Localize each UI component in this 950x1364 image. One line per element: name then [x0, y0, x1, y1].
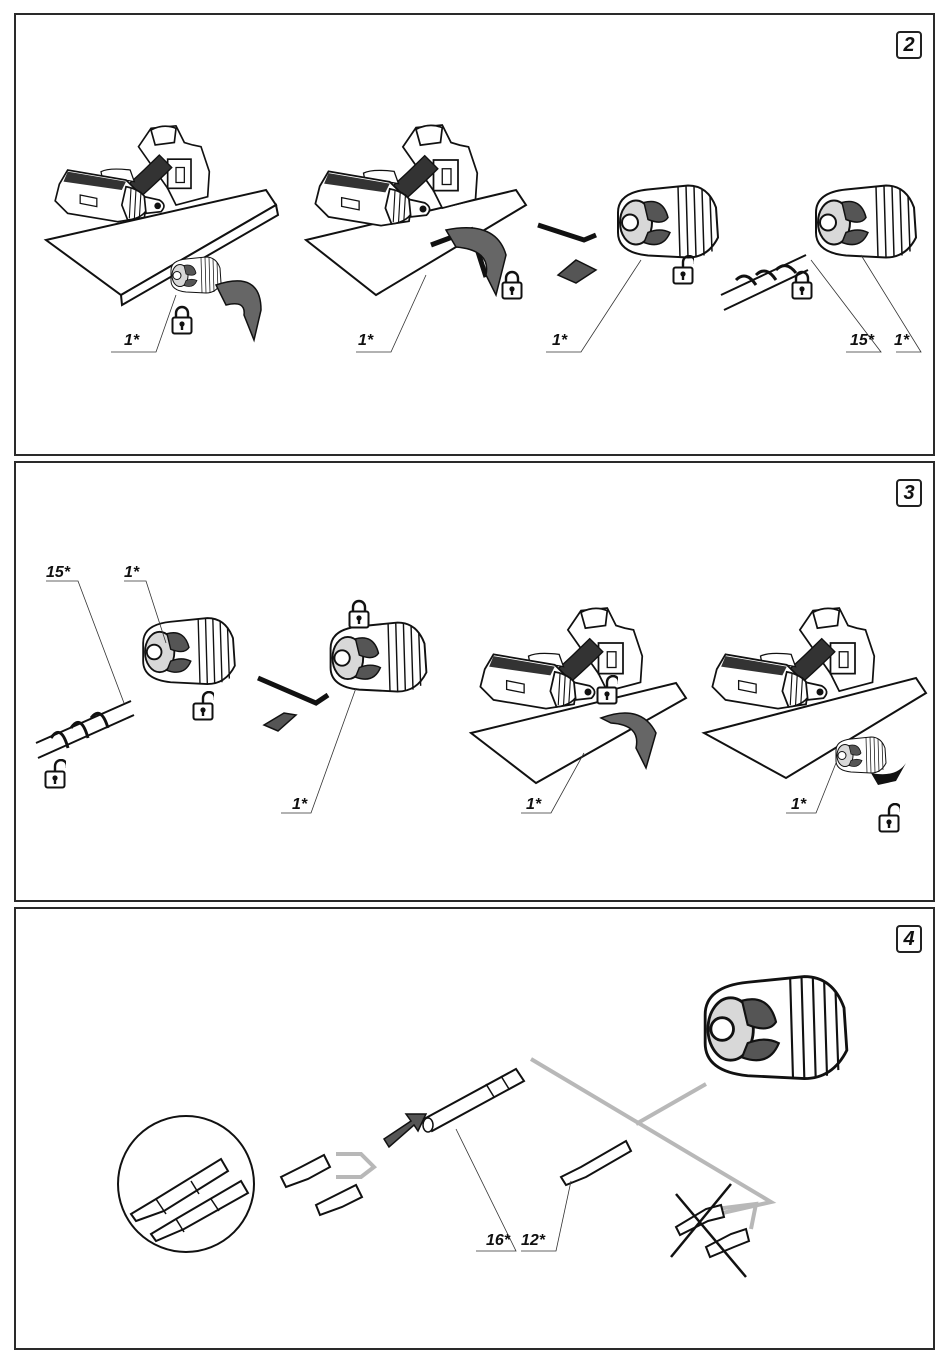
rotate-arrow-icon [446, 228, 506, 295]
lock-icon [173, 307, 192, 334]
drill-hex-key-scene [471, 608, 686, 783]
chuck-icon [171, 257, 221, 293]
chuck-icon [705, 977, 847, 1079]
panel-step-4: 4 [14, 907, 935, 1350]
cross-out-icon [671, 1184, 749, 1277]
rotate-arrow-icon [216, 281, 261, 340]
chuck-hex-key-scene [258, 601, 426, 731]
panel-step-2: 2 [14, 13, 935, 456]
chuck-hex-key-scene [538, 186, 718, 284]
part-label: 1* [124, 332, 139, 350]
double-bit [561, 1141, 631, 1185]
part-label: 1* [791, 796, 806, 814]
part-label: 1* [292, 796, 307, 814]
panel-step-3: 3 [14, 461, 935, 902]
push-arrow-icon [264, 713, 296, 731]
chuck-screw-scene [721, 186, 916, 311]
bit-holder [423, 1069, 524, 1132]
part-label: 15* [850, 332, 874, 350]
unlock-icon [880, 804, 902, 832]
step-2-illustration [16, 15, 937, 458]
part-label: 15* [46, 564, 70, 582]
part-label: 1* [358, 332, 373, 350]
magnified-bits [118, 1116, 254, 1252]
part-label: 1* [526, 796, 541, 814]
hex-key-icon [258, 678, 328, 703]
unlock-icon [46, 760, 68, 788]
drill-on-table-scene [46, 126, 278, 340]
routing-lines [336, 1059, 771, 1229]
step-4-illustration [16, 909, 937, 1352]
step-3-illustration [16, 463, 937, 904]
push-arrow-icon [558, 260, 596, 283]
unlock-icon [194, 692, 216, 720]
part-label: 1* [894, 332, 909, 350]
chuck-icon [836, 737, 886, 773]
part-label: 1* [552, 332, 567, 350]
part-label: 12* [521, 1232, 545, 1250]
lock-icon [350, 601, 369, 628]
drill-on-table-scene [704, 608, 926, 832]
unlock-icon [674, 256, 696, 284]
drill-hex-key-scene [306, 125, 526, 299]
hex-key-icon [538, 225, 596, 240]
part-label: 1* [124, 564, 139, 582]
short-bits [281, 1155, 362, 1215]
push-arrow-icon [384, 1114, 426, 1147]
lock-icon [793, 272, 812, 299]
screw-insert-scene [36, 618, 235, 787]
lock-icon [503, 272, 522, 299]
part-label: 16* [486, 1232, 510, 1250]
